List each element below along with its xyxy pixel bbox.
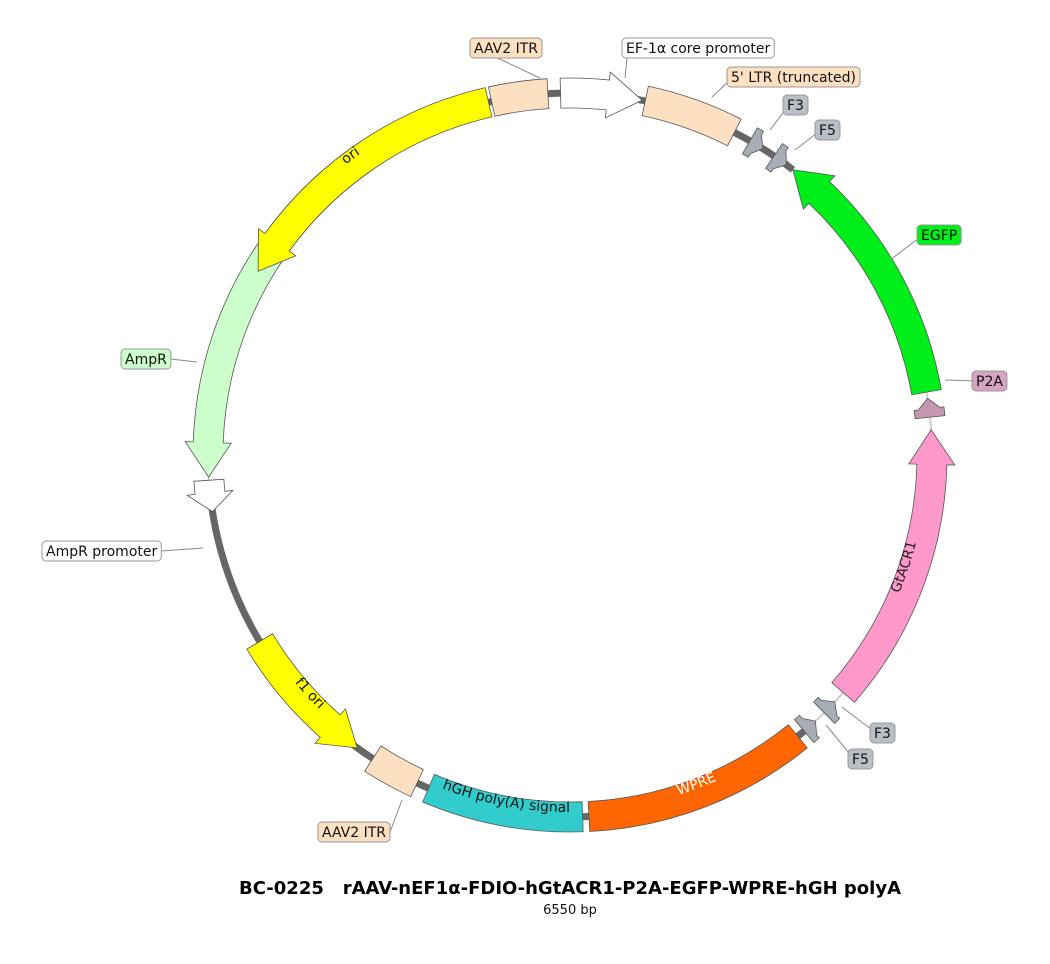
label-text: F5 xyxy=(819,123,836,139)
label-f3[interactable]: F3 xyxy=(841,706,896,744)
feature-shape xyxy=(364,745,424,798)
feature-ampr-promoter[interactable] xyxy=(185,478,234,513)
feature-ef-1-core-promoter[interactable] xyxy=(559,71,643,119)
feature-shape xyxy=(831,429,956,703)
plasmid-id: BC-0225 xyxy=(238,878,324,899)
plasmid-name: rAAV-nEF1α-FDIO-hGtACR1-P2A-EGFP-WPRE-hG… xyxy=(342,878,902,899)
feature-aav2-itr[interactable] xyxy=(487,78,550,117)
label-box xyxy=(621,37,775,59)
label-box xyxy=(469,37,543,59)
label-text: 5' LTR (truncated) xyxy=(731,70,856,86)
label-text: AmpR xyxy=(125,352,167,368)
feature-f3[interactable] xyxy=(741,127,765,158)
label-aav2-itr[interactable]: AAV2 ITR xyxy=(469,37,543,79)
feature-shape xyxy=(764,143,789,173)
feature-shape xyxy=(185,478,234,513)
label-5-ltr-truncated[interactable]: 5' LTR (truncated) xyxy=(711,66,861,98)
plasmid-title: BC-0225 rAAV-nEF1α-FDIO-hGtACR1-P2A-EGFP… xyxy=(0,878,1050,899)
label-leader-line xyxy=(389,799,403,833)
label-text: AmpR promoter xyxy=(46,544,157,560)
feature-f3[interactable] xyxy=(813,696,841,724)
label-text: EF-1α core promoter xyxy=(626,41,771,57)
feature-wpre[interactable]: WPRE xyxy=(587,724,808,832)
label-box xyxy=(847,748,874,770)
label-text: AAV2 ITR xyxy=(474,41,538,57)
feature-p2a[interactable] xyxy=(913,397,946,420)
feature-shape xyxy=(587,724,808,832)
label-box xyxy=(916,224,962,246)
label-f3[interactable]: F3 xyxy=(769,94,809,131)
feature-hgh-poly-a-signal[interactable]: hGH poly(A) signal xyxy=(422,773,584,833)
label-leader-line xyxy=(161,547,204,552)
feature-shape xyxy=(257,87,493,272)
label-box xyxy=(814,119,841,141)
feature-shape xyxy=(741,127,765,158)
feature-ampr[interactable] xyxy=(184,145,372,478)
feature-shape xyxy=(487,78,550,117)
feature-aav2-itr[interactable] xyxy=(364,745,424,798)
feature-shape xyxy=(913,397,946,420)
feature-shape xyxy=(246,633,358,749)
label-box xyxy=(317,821,391,843)
label-leader-line xyxy=(170,358,198,363)
feature-shape xyxy=(641,85,742,147)
label-egfp[interactable]: EGFP xyxy=(889,224,962,261)
label-box xyxy=(120,348,172,370)
feature-egfp[interactable] xyxy=(792,169,942,396)
plasmid-size: 6550 bp xyxy=(543,903,597,918)
label-ampr[interactable]: AmpR xyxy=(120,348,198,370)
label-text: EGFP xyxy=(921,228,957,244)
feature-shape xyxy=(793,714,820,744)
feature-shape xyxy=(422,773,584,833)
label-p2a[interactable]: P2A xyxy=(944,370,1008,392)
label-aav2-itr[interactable]: AAV2 ITR xyxy=(317,799,403,843)
label-ampr-promoter[interactable]: AmpR promoter xyxy=(41,540,204,562)
label-text: F3 xyxy=(787,98,804,114)
label-box xyxy=(726,66,861,88)
label-f5[interactable]: F5 xyxy=(794,119,841,151)
feature-ori[interactable]: ori xyxy=(254,87,493,272)
feature-gtacr1[interactable]: GtACR1 xyxy=(831,429,956,703)
label-ef-1-core-promoter[interactable]: EF-1α core promoter xyxy=(621,37,775,79)
label-layer: AAV2 ITR EF-1α core promoter 5' LTR (trunc… xyxy=(41,37,1008,843)
label-f5[interactable]: F5 xyxy=(825,724,874,770)
feature-f1-ori[interactable]: f1 ori xyxy=(246,633,360,749)
label-text: AAV2 ITR xyxy=(322,825,386,841)
label-box xyxy=(782,94,809,116)
feature-5-ltr-truncated[interactable] xyxy=(641,85,742,147)
label-text: P2A xyxy=(976,374,1003,390)
label-text: F3 xyxy=(874,726,891,742)
label-text: F5 xyxy=(852,752,869,768)
feature-shape xyxy=(184,145,372,478)
feature-shape xyxy=(559,71,643,119)
feature-f5[interactable] xyxy=(793,714,820,744)
feature-f5[interactable] xyxy=(764,143,789,173)
label-box xyxy=(869,722,896,744)
label-box xyxy=(971,370,1008,392)
feature-shape xyxy=(792,169,942,396)
feature-shape xyxy=(813,696,841,724)
label-box xyxy=(41,540,162,562)
